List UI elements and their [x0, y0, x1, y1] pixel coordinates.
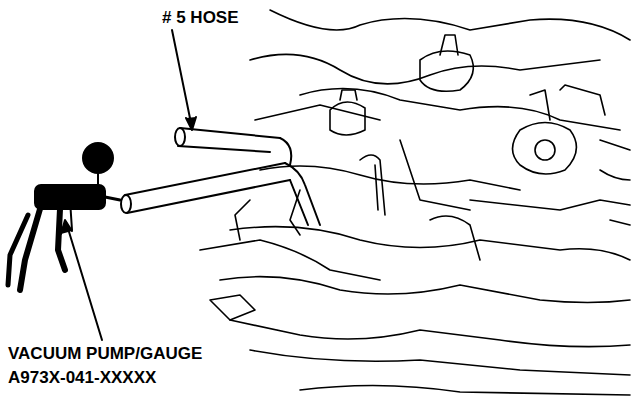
hose — [175, 128, 291, 165]
part-label: VACUUM PUMP/GAUGE — [6, 344, 204, 364]
engine-bay — [200, 10, 630, 395]
part-label: # 5 HOSE — [160, 8, 241, 28]
leader-line — [61, 30, 196, 340]
part-number: A973X-041-XXXXX — [6, 368, 158, 388]
hose — [121, 163, 320, 225]
vacuum-pump — [8, 143, 120, 290]
